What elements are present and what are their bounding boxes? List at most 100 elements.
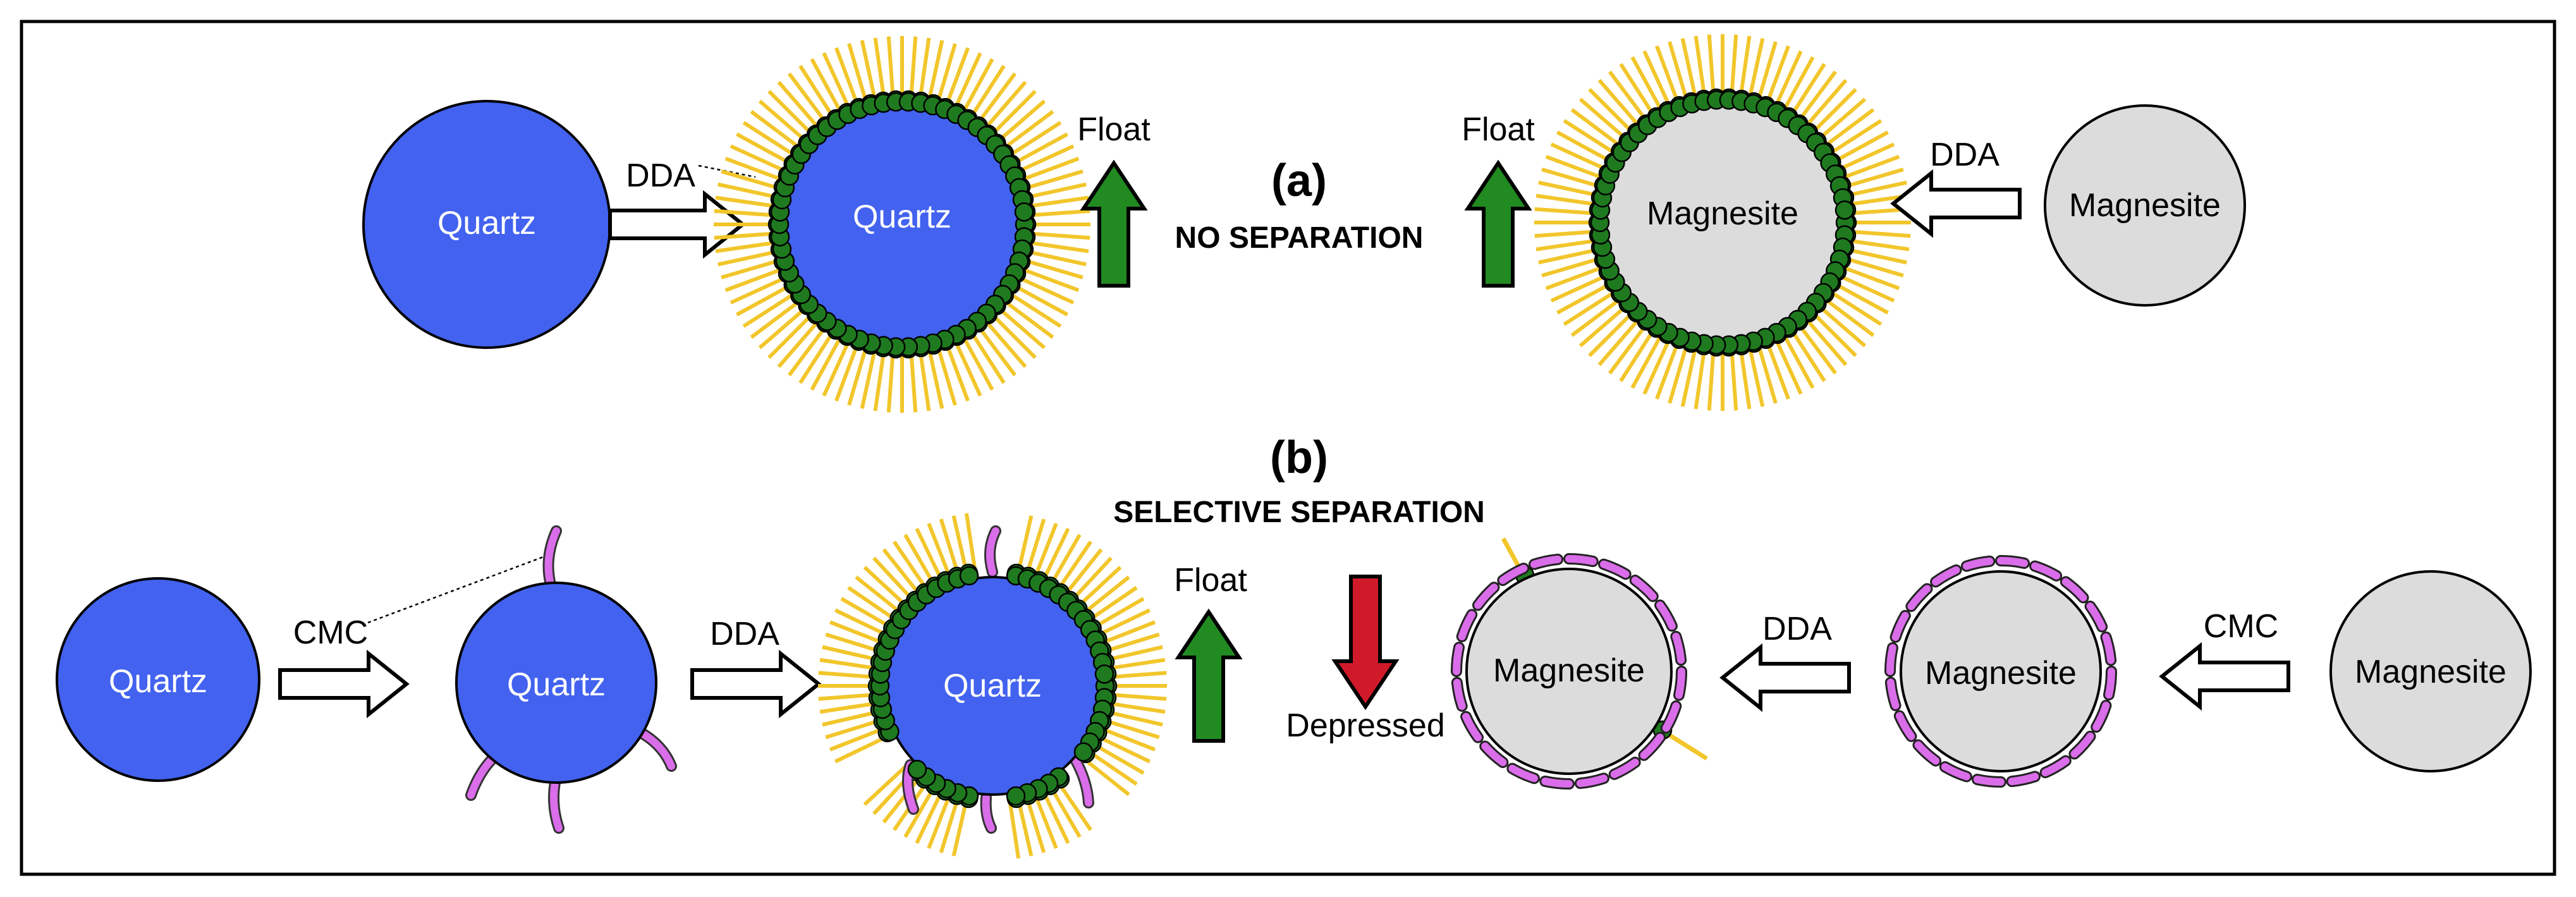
a-heading: (a) [1271, 156, 1327, 206]
dda-tail [1578, 305, 1627, 348]
dda-tail [927, 40, 944, 100]
dda-tail [822, 340, 851, 397]
dda-tail [1105, 719, 1160, 740]
dda-tail [961, 58, 994, 113]
dda-tail [1642, 50, 1671, 107]
dda-tail [729, 144, 786, 173]
dda-tail [834, 608, 886, 637]
dda-tail [1619, 329, 1655, 382]
dda-tail [1022, 267, 1080, 292]
dda-tail [1738, 349, 1752, 410]
b-magnesite-cmc-label: Magnesite [1925, 655, 2077, 692]
dda-tail [1668, 41, 1688, 101]
b-float-label: Float [1174, 562, 1247, 599]
dda-tail [1025, 798, 1046, 853]
dda-tail [819, 702, 876, 714]
cmc-segment [1530, 555, 1562, 568]
a-magnesite-coated-label: Magnesite [1647, 195, 1798, 232]
dda-tail [977, 326, 1016, 377]
dda-tail [822, 645, 877, 662]
dda-tail [998, 307, 1046, 350]
dda-tail [1834, 282, 1889, 315]
cmc-segment [1541, 777, 1573, 788]
dda-head [1094, 664, 1114, 684]
dda-tail [798, 64, 834, 118]
dda-tail [1847, 248, 1907, 265]
b-magnesite-label: Magnesite [2355, 654, 2506, 690]
dda-tail [777, 320, 820, 369]
dda-tail [951, 801, 968, 857]
cmc-segment [1576, 774, 1608, 788]
dda-tail [1024, 169, 1084, 190]
a-float-left-arrow [1080, 159, 1148, 288]
dda-tail [939, 798, 960, 853]
dda-tail [1018, 144, 1075, 173]
cmc-strand [1071, 755, 1092, 807]
dda-tail [1009, 292, 1062, 328]
b-cmc-right-arrow [2159, 642, 2290, 711]
dda-tail [1078, 566, 1122, 607]
dda-tail [915, 792, 943, 844]
dda-tail [1790, 329, 1826, 382]
dda-tail [777, 80, 820, 129]
dda-tail [872, 556, 913, 601]
dda-tail [1570, 298, 1621, 337]
b-dda-left-arrow [690, 649, 822, 719]
dda-tail [1694, 35, 1707, 96]
cmc-segment [2061, 578, 2087, 602]
dda-tail [1556, 130, 1611, 163]
dda-tail [1111, 693, 1167, 701]
dda-tail [1619, 63, 1655, 116]
dda-tail [1798, 70, 1837, 121]
cmc-segment [2008, 772, 2039, 786]
dda-tail [840, 597, 891, 628]
dda-tail [927, 522, 951, 577]
dda-tail [1013, 284, 1068, 317]
dda-tail [1707, 34, 1716, 95]
dda-tail [1757, 345, 1778, 404]
cmc-segment [1941, 763, 1970, 781]
a-quartz-label: Quartz [437, 205, 536, 241]
dda-tail [798, 331, 834, 384]
b-quartz-cmc-label: Quartz [507, 666, 606, 703]
dda-tail [717, 182, 778, 199]
dda-tail [1050, 534, 1082, 584]
dda-tail [1630, 56, 1663, 111]
dda-tail [1608, 70, 1647, 121]
dda-tail [847, 346, 868, 406]
dda-tail [1027, 182, 1087, 199]
dda-tail [970, 331, 1006, 384]
cmc-segment [1481, 742, 1507, 767]
dda-tail [1550, 142, 1607, 171]
b-cmc-right-label: CMC [2204, 608, 2278, 645]
dda-tail [1829, 290, 1883, 326]
dda-tail [1738, 35, 1752, 96]
dda-tail [1849, 238, 1910, 252]
dda-tail [847, 43, 868, 102]
dda-tail [1535, 238, 1596, 252]
a-float-right-arrow [1464, 159, 1532, 288]
dda-tail [1680, 38, 1697, 98]
dda-tail [873, 37, 886, 98]
dda-tail [1094, 597, 1145, 628]
dda-tail [714, 209, 774, 217]
cmc-strand [986, 527, 999, 576]
dda-tail [1829, 119, 1883, 155]
dda-tail [1812, 88, 1857, 133]
dda-tail [953, 340, 982, 397]
dda-tail [1774, 50, 1803, 107]
dda-tail [1842, 265, 1900, 290]
cmc-segment [1600, 560, 1630, 578]
dda-tail [1663, 730, 1708, 760]
cmc-segment [1458, 611, 1476, 640]
cmc-segment [1640, 733, 1664, 759]
a-quartz-coated-label: Quartz [853, 198, 951, 235]
cmc-segment [1886, 644, 1896, 675]
dda-tail [1094, 743, 1145, 775]
dda-head [1006, 786, 1026, 806]
dda-tail [918, 351, 931, 412]
cmc-segment [1895, 712, 1915, 740]
dda-tail [909, 36, 918, 97]
dda-tail [1588, 312, 1633, 357]
